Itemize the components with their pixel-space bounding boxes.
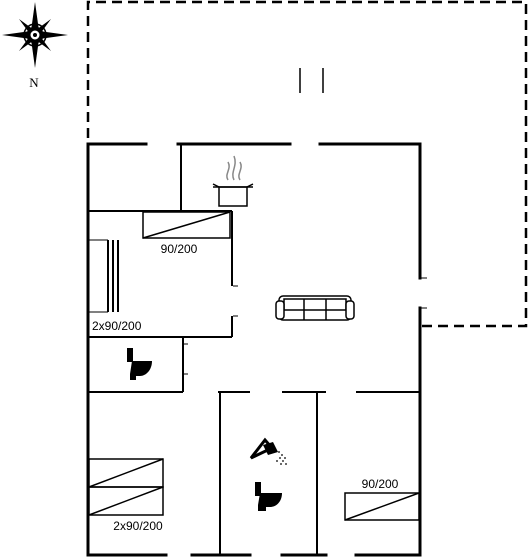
outer-walls — [86, 142, 422, 557]
bed-label-90-200-a: 90/200 — [161, 242, 198, 256]
shower-icon — [249, 437, 287, 465]
bed-single-1 — [142, 211, 231, 239]
bed-label-2x90-200-b: 2x90/200 — [113, 519, 163, 533]
interior-walls — [88, 144, 420, 555]
bunk-bed — [88, 239, 119, 313]
north-label: N — [29, 75, 39, 90]
window-marks — [184, 277, 427, 375]
toilet-icon — [255, 482, 282, 511]
bed-single-3 — [344, 492, 420, 521]
stove-icon — [212, 155, 254, 207]
toilet-icon — [127, 348, 152, 380]
bed-double-2 — [88, 458, 164, 516]
bed-label-2x90-200-a: 2x90/200 — [92, 319, 142, 333]
sofa-icon — [275, 295, 355, 321]
terrace-rail — [299, 68, 324, 93]
bed-label-90-200-b: 90/200 — [362, 477, 399, 491]
terrace-outline — [86, 0, 528, 328]
compass-rose-icon — [2, 2, 68, 68]
